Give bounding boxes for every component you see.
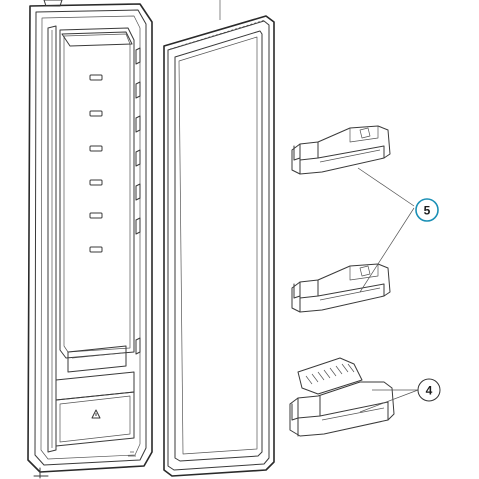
callout-5-label: 5 [424,204,431,218]
callout-5: 5 [415,198,439,222]
door-shelf-icon [291,263,391,313]
door-inner-panel-icon [27,0,153,479]
egg-tray-shelf-icon [289,357,395,437]
callout-4: 4 [417,378,441,402]
callout-4-label: 4 [426,384,433,398]
door-gasket-icon [163,0,275,477]
leader-lines [357,167,419,413]
door-shelf-icon [291,125,391,175]
